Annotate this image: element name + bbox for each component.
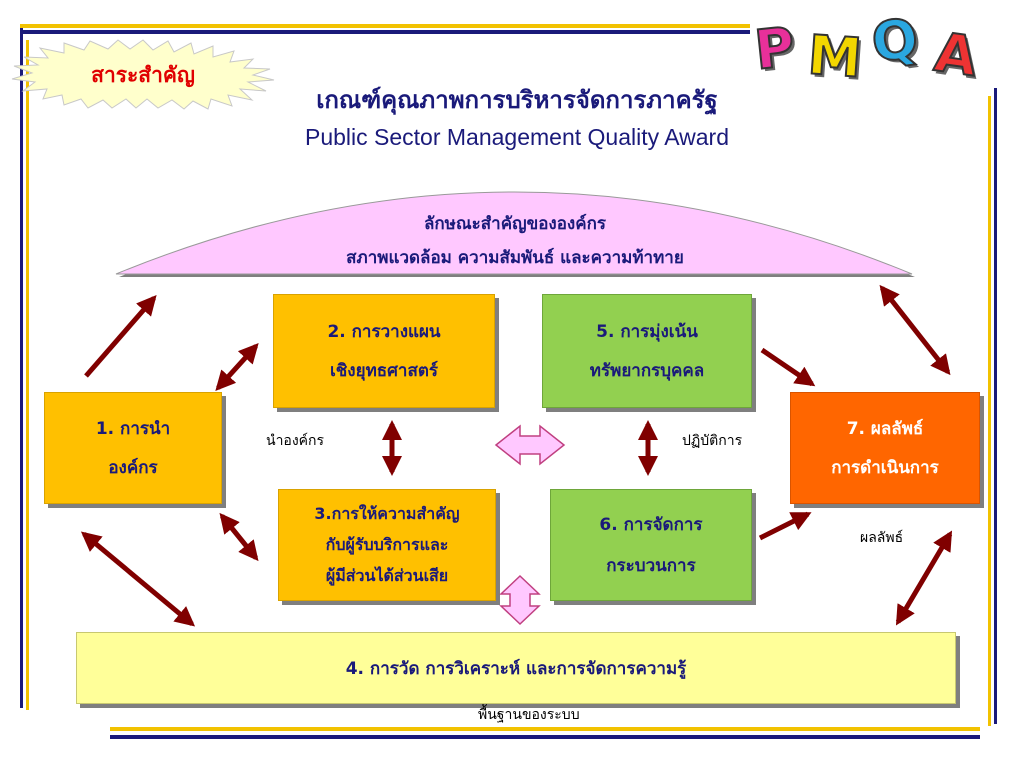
box-strategy-line2: เชิงยุทธศาสตร์ bbox=[329, 361, 439, 381]
arrow-workforce-to-results bbox=[760, 347, 816, 387]
title-english: Public Sector Management Quality Award bbox=[304, 124, 730, 150]
bottom-gold-line bbox=[110, 727, 980, 731]
box-leadership-line2: องค์กร bbox=[108, 458, 158, 478]
label-operations-group: ปฏิบัติการ bbox=[682, 433, 743, 449]
badge-starburst: สาระสำคัญ bbox=[11, 39, 275, 110]
arrow-process-to-results bbox=[758, 511, 812, 541]
label-leadership-group: นำองค์กร bbox=[266, 433, 325, 449]
right-gold-line bbox=[988, 96, 991, 726]
left-navy-line bbox=[20, 28, 23, 708]
logo-letter-a: A bbox=[930, 19, 982, 89]
box-leadership-line1: 1. การนำ bbox=[95, 419, 171, 439]
profile-line-1: ลักษณะสำคัญขององค์กร bbox=[423, 214, 607, 234]
label-results-group: ผลลัพธ์ bbox=[860, 530, 904, 546]
box-customer-line1: 3.การให้ความสำคัญ bbox=[314, 503, 460, 523]
arrow-profile-results bbox=[879, 284, 951, 376]
title-thai: เกณฑ์คุณภาพการบริหารจัดการภาครัฐ bbox=[316, 86, 718, 114]
box-leadership: 1. การนำ องค์กร bbox=[44, 392, 222, 504]
bottom-navy-line bbox=[110, 735, 980, 739]
box-strategic-planning: 2. การวางแผน เชิงยุทธศาสตร์ bbox=[273, 294, 495, 408]
box-workforce-line1: 5. การมุ่งเน้น bbox=[596, 322, 698, 342]
organizational-profile-dome bbox=[115, 191, 915, 277]
box-measurement-line1: 4. การวัด การวิเคราะห์ และการจัดการความร… bbox=[345, 658, 687, 679]
box-results: 7. ผลลัพธ์ การดำเนินการ bbox=[790, 392, 980, 504]
box-results-line2: การดำเนินการ bbox=[831, 458, 939, 478]
left-gold-line bbox=[26, 40, 29, 710]
box-customer-line3: ผู้มีส่วนได้ส่วนเสีย bbox=[325, 565, 449, 585]
badge-text: สาระสำคัญ bbox=[91, 63, 195, 88]
box-customer-focus: 3.การให้ความสำคัญ กับผู้รับบริการและ ผู้… bbox=[278, 489, 496, 601]
arrow-leadership-customer bbox=[219, 512, 259, 562]
arrow-leadership-strategy bbox=[215, 343, 259, 391]
top-navy-line bbox=[20, 30, 750, 34]
arrow-results-measurement bbox=[895, 530, 953, 626]
box-process-line1: 6. การจัดการ bbox=[599, 515, 703, 535]
logo-letter-p: P bbox=[751, 14, 799, 83]
logo-letter-q: Q bbox=[867, 5, 923, 76]
box-results-line1: 7. ผลลัพธ์ bbox=[846, 419, 924, 439]
arrow-leadership-to-profile bbox=[84, 294, 157, 378]
box-workforce-focus: 5. การมุ่งเน้น ทรัพยากรบุคคล bbox=[542, 294, 752, 408]
arrow-pink-vertical bbox=[499, 574, 541, 626]
box-customer-line2: กับผู้รับบริการและ bbox=[325, 534, 449, 554]
logo-letter-m: M bbox=[805, 22, 865, 91]
top-gold-line bbox=[20, 24, 750, 28]
arrow-leadership-measurement bbox=[80, 531, 196, 627]
label-foundation: พื้นฐานของระบบ bbox=[478, 707, 580, 723]
arrow-pink-horizontal bbox=[494, 424, 566, 466]
box-workforce-line2: ทรัพยากรบุคคล bbox=[589, 361, 705, 381]
box-process-management: 6. การจัดการ กระบวนการ bbox=[550, 489, 752, 601]
box-strategy-line1: 2. การวางแผน bbox=[327, 322, 441, 342]
box-measurement-analysis: 4. การวัด การวิเคราะห์ และการจัดการความร… bbox=[76, 632, 956, 704]
right-navy-line bbox=[994, 88, 997, 724]
box-process-line2: กระบวนการ bbox=[606, 556, 696, 576]
profile-line-2: สภาพแวดล้อม ความสัมพันธ์ และความท้าทาย bbox=[346, 248, 684, 268]
